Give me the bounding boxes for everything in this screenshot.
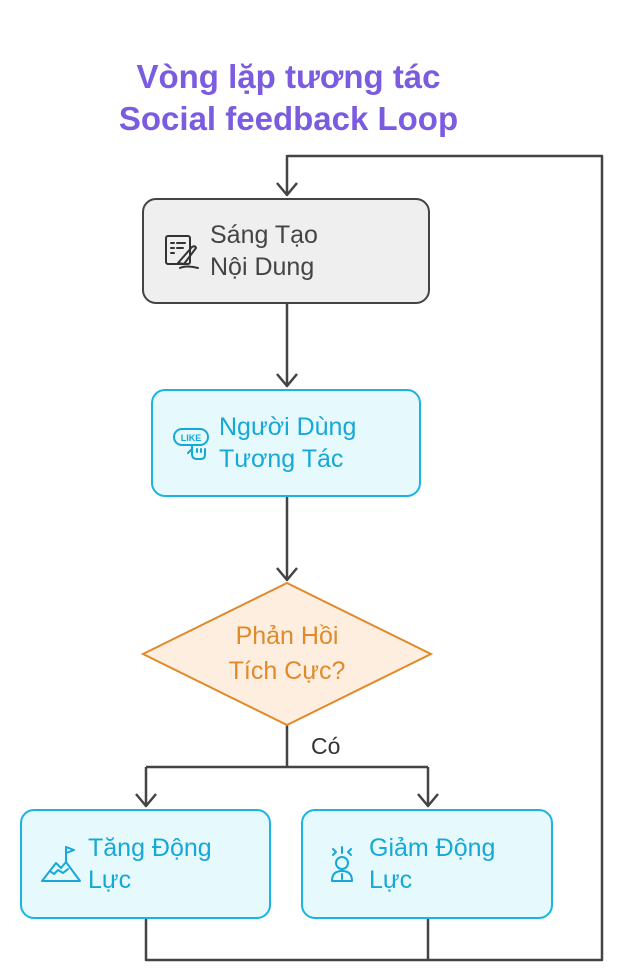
- mountain-flag-icon: [41, 846, 81, 882]
- edge-label-yes: Có: [311, 733, 341, 759]
- arrowhead: [135, 793, 157, 808]
- node-decrease-label: Giảm Động Lực: [369, 834, 496, 894]
- content-writing-icon: [165, 235, 199, 269]
- stressed-person-icon: [331, 846, 353, 882]
- node-create-content: Sáng Tạo Nội Dung: [142, 198, 430, 304]
- svg-text:LIKE: LIKE: [181, 433, 202, 443]
- node-interaction-label: Người Dùng Tương Tác: [219, 413, 357, 473]
- edge-loop-back: [144, 154, 604, 962]
- decision-label-line2: Tích Cực?: [228, 657, 346, 685]
- arrowhead: [276, 373, 298, 388]
- node-decrease-motivation: Giảm Động Lực: [301, 809, 553, 919]
- decision-diamond: [140, 581, 434, 727]
- node-user-interaction: LIKE Người Dùng Tương Tác: [151, 389, 421, 497]
- node-create-label: Sáng Tạo Nội Dung: [210, 221, 318, 281]
- diagram-subtitle: Social feedback Loop: [118, 100, 459, 137]
- decision-label-line1: Phản Hồi: [235, 622, 339, 650]
- arrowhead: [276, 182, 298, 197]
- like-hand-icon: LIKE: [173, 428, 209, 460]
- node-increase-motivation: Tăng Động Lực: [20, 809, 271, 919]
- arrowhead: [417, 793, 439, 808]
- diagram-title: Vòng lặp tương tác: [136, 58, 441, 95]
- node-increase-label: Tăng Động Lực: [88, 834, 212, 894]
- arrowhead: [276, 567, 298, 582]
